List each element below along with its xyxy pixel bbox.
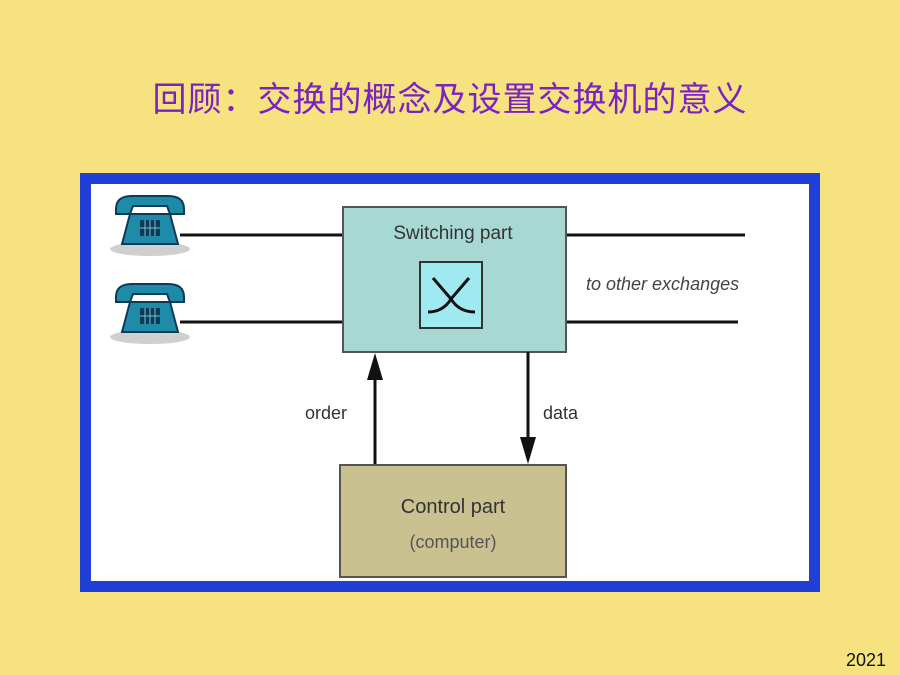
switching-part-label: Switching part (393, 223, 513, 244)
telephone-icon (110, 195, 190, 256)
telephone-icon (110, 283, 190, 344)
order-arrow-head (367, 353, 383, 380)
slide-title: 回顾：交换的概念及设置交换机的意义 (152, 80, 748, 120)
control-part-box (339, 464, 567, 578)
switch-icon (419, 261, 483, 329)
slide-footer-year: 2021 (846, 650, 887, 670)
data-arrow-head (520, 437, 536, 464)
control-part-label: Control part (401, 496, 506, 518)
exchanges-label: to other exchanges (586, 274, 739, 294)
order-label: order (305, 403, 347, 423)
control-part-sublabel: (computer) (409, 532, 496, 552)
data-label: data (543, 403, 579, 423)
